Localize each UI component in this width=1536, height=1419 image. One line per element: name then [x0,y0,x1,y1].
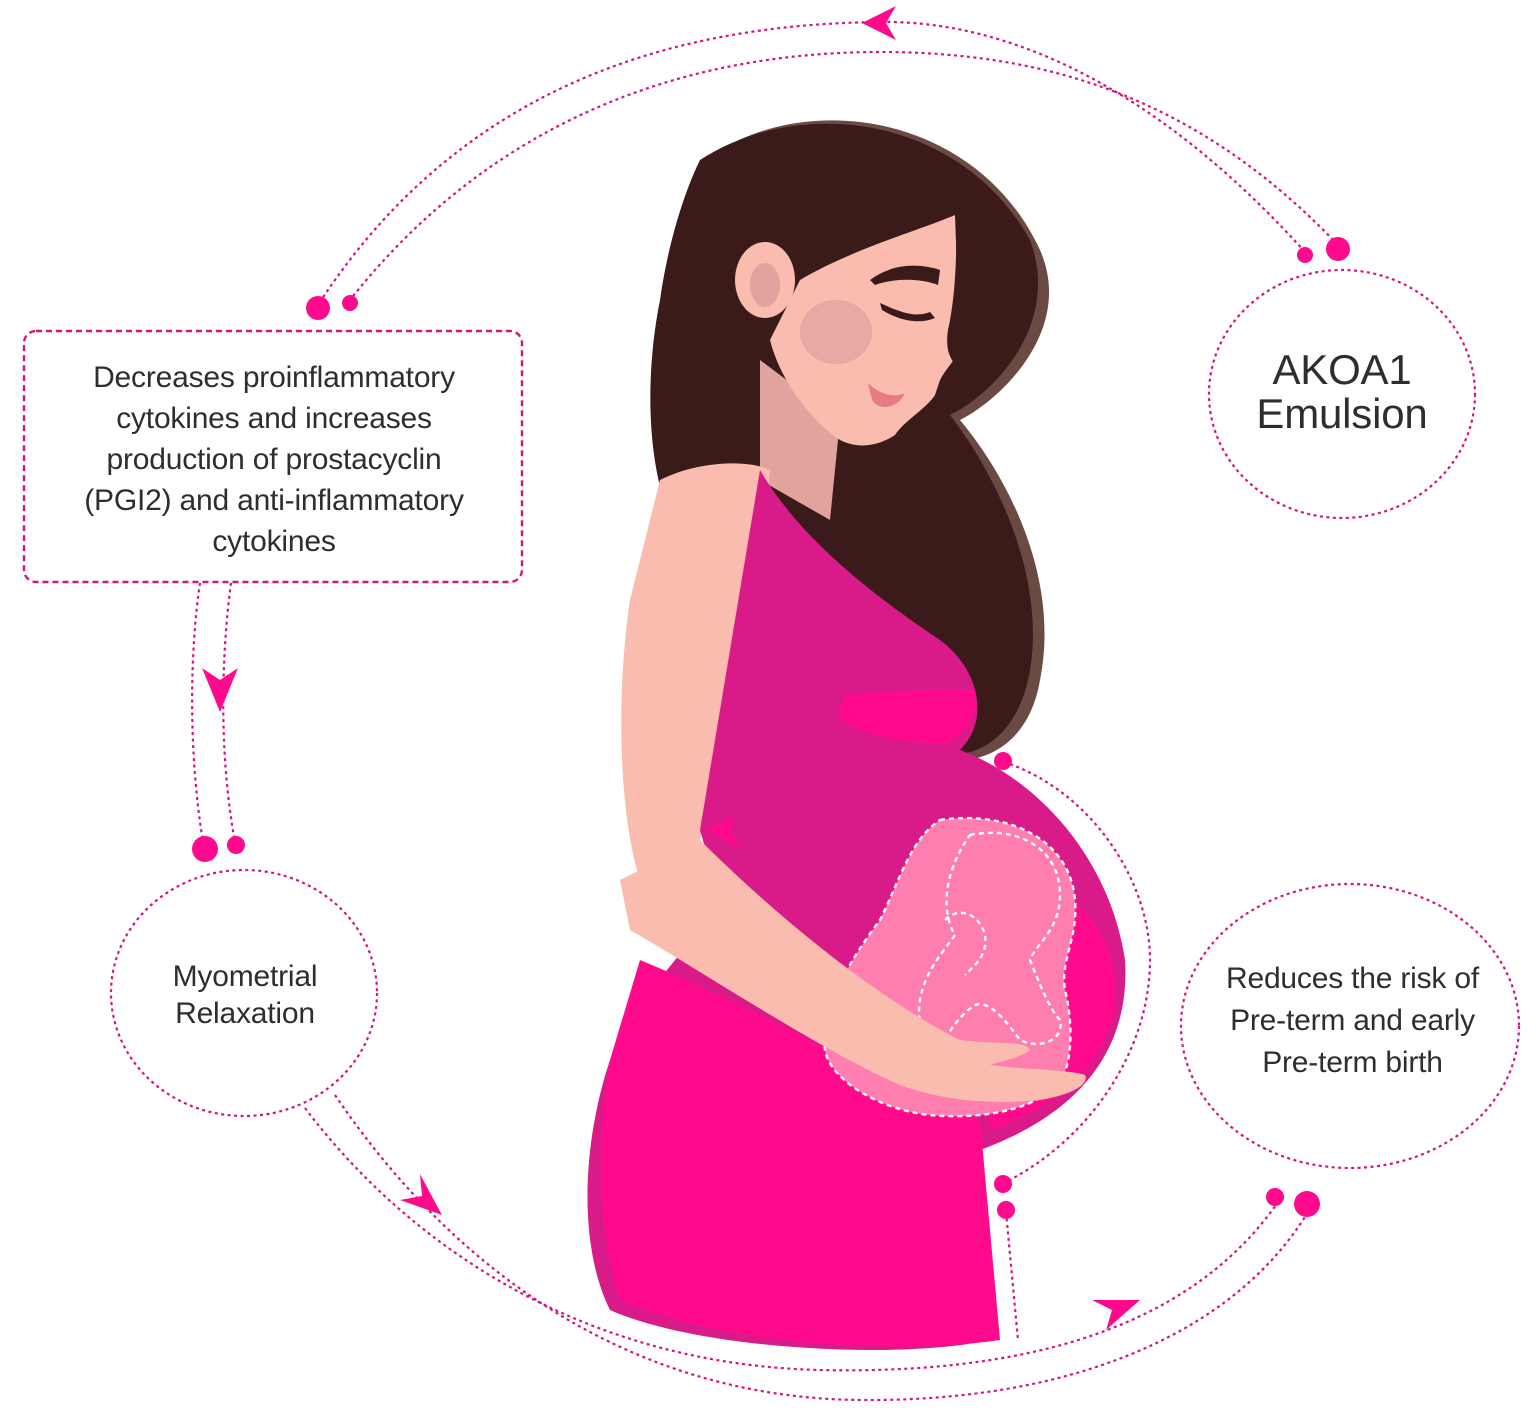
connector-akoa1-to-cytokines [306,6,1350,320]
preterm-node-text: Reduces the risk of Pre-term and early P… [1185,958,1520,1084]
connector-dot [306,296,330,320]
connector-dot [997,1201,1015,1219]
blush [800,300,872,364]
fetus-outline [917,831,1062,1046]
connector-dot [1326,237,1350,261]
connector-belly-to-preterm [994,752,1152,1341]
preterm-line: Reduces the risk of [1226,962,1479,995]
preterm-line: Pre-term and early [1230,1004,1475,1037]
connector-dot [1297,247,1313,263]
connector-myometrial-to-preterm [304,1094,1320,1402]
connector-dot [1294,1191,1320,1217]
cytokines-line: cytokines [212,525,336,558]
connector-dot [994,752,1012,770]
cytokines-line: production of prostacyclin [106,443,442,476]
connector-dot [192,836,218,862]
connector-dot [227,836,245,854]
arrow-left-icon [862,6,896,40]
myometrial-circle [109,868,379,1118]
arrow-down-icon [202,668,238,712]
akoa1-line: AKOA1 [1272,346,1412,393]
myometrial-node-text: Myometrial Relaxation [115,958,375,1032]
arrow-right-icon [400,1174,442,1215]
akoa1-circle [1207,268,1477,520]
cytokines-line: (PGI2) and anti-inflammatory [84,484,464,517]
cytokines-line: cytokines and increases [116,402,432,435]
cytokines-line: Decreases proinflammatory [93,361,455,394]
pregnant-woman-illustration [587,120,1126,1350]
connector-dot [994,1175,1012,1193]
preterm-line: Pre-term birth [1262,1046,1443,1079]
connector-dot [1266,1188,1284,1206]
akoa1-line: Emulsion [1256,390,1428,437]
connector-dot [342,295,358,311]
cytokines-node-text: Decreases proinflammatory cytokines and … [30,357,518,562]
preterm-circle [1179,882,1521,1170]
myometrial-line: Myometrial [172,960,318,993]
cytokines-box [22,329,524,584]
arrow-right-icon [1092,1300,1140,1330]
connector-cytokines-to-myometrial [191,582,245,862]
myometrial-line: Relaxation [175,997,315,1030]
akoa1-node-text: AKOA1 Emulsion [1212,348,1472,436]
